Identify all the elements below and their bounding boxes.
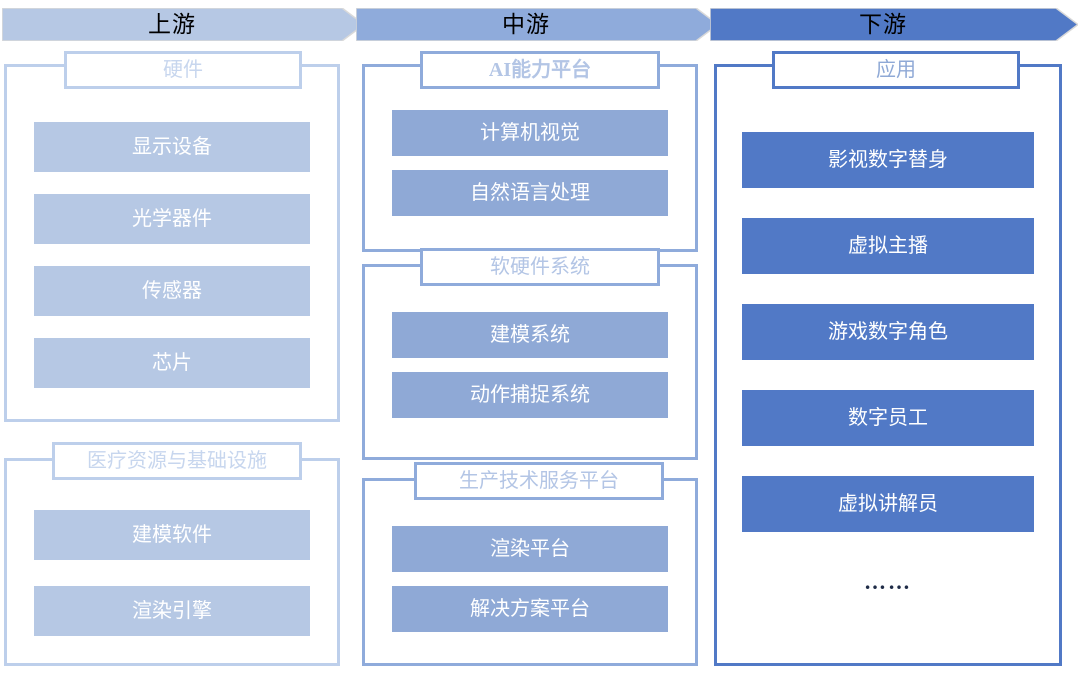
stage-arrow-label-downstream: 下游 [859,12,907,37]
column-midstream: AI能力平台 计算机视觉 自然语言处理 软硬件系统 建模系统 动作捕捉系统 生产… [362,46,702,676]
group-software-hardware-system-items: 建模系统 动作捕捉系统 [362,312,698,418]
list-item[interactable]: 自然语言处理 [392,170,668,216]
group-ai-platform-frame [362,64,698,252]
stage-arrow-upstream[interactable]: 上游 [2,8,364,41]
list-item[interactable]: 传感器 [34,266,310,316]
list-item[interactable]: 计算机视觉 [392,110,668,156]
group-application-caption: 应用 [772,51,1020,89]
stage-arrow-label-upstream: 上游 [148,12,196,37]
list-item[interactable]: 显示设备 [34,122,310,172]
list-item[interactable]: 光学器件 [34,194,310,244]
group-ai-platform: AI能力平台 计算机视觉 自然语言处理 [362,51,698,252]
list-item[interactable]: 动作捕捉系统 [392,372,668,418]
column-upstream: 硬件 显示设备 光学器件 传感器 芯片 医疗资源与基础设施 建模软件 渲染引擎 [4,46,344,676]
stage-arrow-downstream[interactable]: 下游 [710,8,1078,41]
group-medical-resources-items: 建模软件 渲染引擎 [4,510,340,636]
list-item-ellipsis: …… [864,569,912,594]
list-item[interactable]: 游戏数字角色 [742,304,1034,360]
group-hardware-caption: 硬件 [64,51,302,89]
group-production-service-platform-frame [362,478,698,666]
group-medical-resources: 医疗资源与基础设施 建模软件 渲染引擎 [4,442,340,666]
list-item[interactable]: 数字员工 [742,390,1034,446]
group-software-hardware-system-frame [362,264,698,460]
group-production-service-platform: 生产技术服务平台 渲染平台 解决方案平台 [362,462,698,666]
list-item[interactable]: 建模系统 [392,312,668,358]
group-hardware: 硬件 显示设备 光学器件 传感器 芯片 [4,51,340,422]
chevron-shape-icon [356,8,718,41]
group-software-hardware-system: 软硬件系统 建模系统 动作捕捉系统 [362,248,698,460]
list-item[interactable]: 渲染引擎 [34,586,310,636]
column-downstream: 应用 影视数字替身 虚拟主播 游戏数字角色 数字员工 虚拟讲解员 …… [714,46,1074,676]
group-production-service-platform-items: 渲染平台 解决方案平台 [362,526,698,632]
group-ai-platform-items: 计算机视觉 自然语言处理 [362,110,698,216]
group-application-items: 影视数字替身 虚拟主播 游戏数字角色 数字员工 虚拟讲解员 …… [714,132,1062,602]
group-software-hardware-system-caption: 软硬件系统 [420,248,660,286]
list-item[interactable]: 虚拟讲解员 [742,476,1034,532]
group-ai-platform-caption: AI能力平台 [420,51,660,89]
list-item[interactable]: 渲染平台 [392,526,668,572]
chevron-shape-icon [2,8,364,41]
list-item[interactable]: 芯片 [34,338,310,388]
list-item[interactable]: 虚拟主播 [742,218,1034,274]
stage-arrow-midstream[interactable]: 中游 [356,8,718,41]
list-item[interactable]: 解决方案平台 [392,586,668,632]
group-application: 应用 影视数字替身 虚拟主播 游戏数字角色 数字员工 虚拟讲解员 …… [714,51,1062,666]
stage-arrow-label-midstream: 中游 [502,12,550,37]
list-item[interactable]: 影视数字替身 [742,132,1034,188]
stage-arrow-band: 上游 中游 下游 [0,0,1080,46]
group-medical-resources-caption: 医疗资源与基础设施 [52,442,302,480]
group-hardware-items: 显示设备 光学器件 传感器 芯片 [4,122,340,388]
list-item[interactable]: 建模软件 [34,510,310,560]
chevron-shape-icon [710,8,1078,41]
group-production-service-platform-caption: 生产技术服务平台 [414,462,664,500]
